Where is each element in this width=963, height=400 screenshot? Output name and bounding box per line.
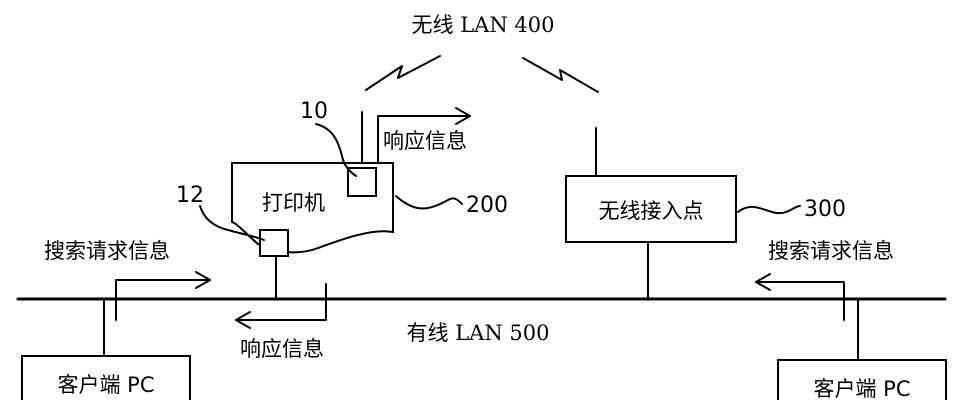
printer-module-12 [259, 229, 289, 257]
printer-label: 打印机 [262, 191, 325, 215]
wireless-signal-left [365, 55, 441, 91]
ref-10: 10 [300, 99, 328, 124]
search-label-right: 搜索请求信息 [768, 239, 894, 263]
response-arrow-bottom-line [235, 283, 327, 321]
wireless-lan-label: 无线 LAN 400 [412, 13, 555, 37]
search-arrow-left-line [115, 279, 211, 321]
response-arrow-top-line [377, 115, 471, 163]
client-right-box [777, 359, 947, 400]
response-label-top: 响应信息 [383, 129, 467, 153]
printer-module-10 [347, 167, 377, 197]
client-left-label: 客户端 PC [57, 373, 154, 397]
client-left-box [21, 355, 191, 400]
wireless-signal-right [522, 57, 599, 93]
ref-300: 300 [804, 197, 846, 222]
search-label-left: 搜索请求信息 [44, 239, 170, 263]
ref-12: 12 [176, 183, 204, 208]
search-arrow-right-line [755, 281, 845, 321]
search-arrow-left-head [195, 271, 211, 289]
leader-300 [737, 205, 801, 215]
client-right-label: 客户端 PC [813, 377, 910, 400]
response-arrow-top-head [455, 107, 471, 125]
response-arrow-bottom-head [235, 311, 251, 329]
access-point-box [565, 175, 737, 243]
leader-200 [395, 195, 463, 210]
search-arrow-right-head [755, 273, 771, 291]
access-point-label: 无线接入点 [599, 199, 704, 223]
wired-lan-label: 有线 LAN 500 [407, 321, 550, 345]
response-label-bottom: 响应信息 [240, 337, 324, 361]
leader-10 [315, 123, 357, 177]
leader-12 [199, 205, 265, 241]
ref-200: 200 [466, 193, 508, 218]
